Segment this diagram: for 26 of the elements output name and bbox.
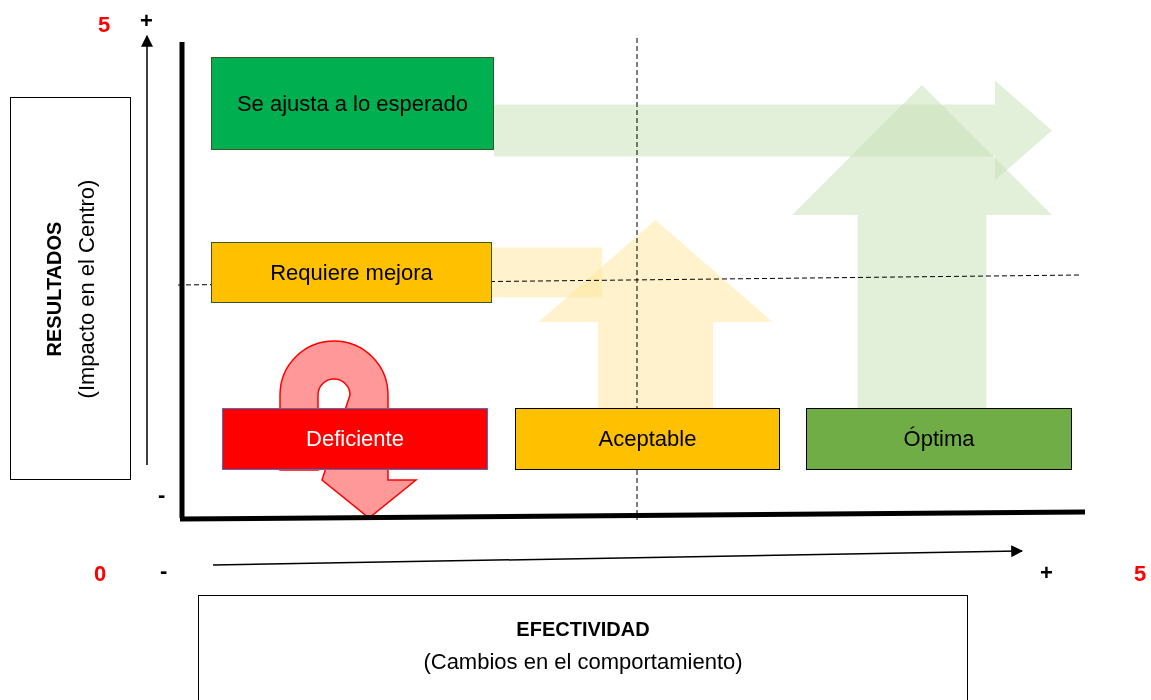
axis-tick-label: 5 [98,12,111,38]
axis-title: EFECTIVIDAD [516,618,650,641]
category-label: Aceptable [598,425,697,454]
category-box [515,408,780,470]
axis-tick-label: - [160,558,168,584]
axis-tick-label: + [1040,560,1053,586]
axis-title-box [198,595,968,700]
axis-tick-label: 0 [94,561,107,587]
axis-title: RESULTADOS [42,221,65,356]
block-arrow [538,220,773,408]
category-label: Óptima [903,425,975,454]
axis-title-box [10,97,131,480]
axis-subtitle: (Impacto en el Centro) [73,179,99,398]
axis-tick-label: + [140,8,153,34]
category-box [211,57,494,150]
category-box [222,408,488,470]
axis-tick-label: 5 [1134,561,1147,587]
arrow-band [492,247,602,298]
category-label: Se ajusta a lo esperado [236,89,469,118]
category-label: Deficiente [306,425,404,454]
category-box [211,242,492,303]
category-label: Requiere mejora [270,258,433,287]
category-box [806,408,1072,470]
axis-tick-label: - [158,482,166,508]
block-arrow [792,85,1052,408]
axis-subtitle: (Cambios en el comportamiento) [423,649,743,675]
